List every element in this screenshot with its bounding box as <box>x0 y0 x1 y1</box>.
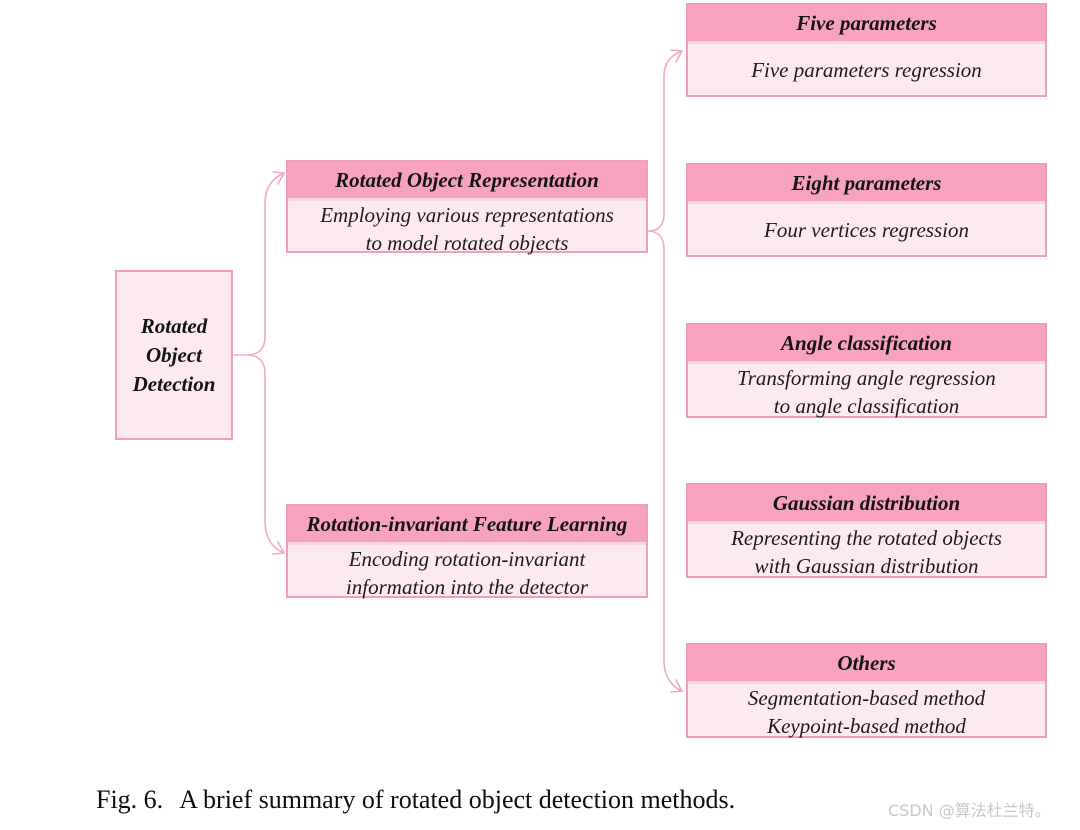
node-title: Rotation-invariant Feature Learning <box>288 506 646 545</box>
node-body: Transforming angle regression to angle c… <box>737 366 996 418</box>
csdn-watermark: CSDN @算法杜兰特。 <box>888 801 1051 820</box>
node-title: Angle classification <box>688 325 1045 364</box>
node-body: Five parameters regression <box>751 57 982 82</box>
root-title-line: Object <box>146 342 202 367</box>
caption-text: A brief summary of rotated object detect… <box>179 785 736 814</box>
node-body: Representing the rotated objects with Ga… <box>731 526 1002 578</box>
node-body: Segmentation-based method Keypoint-based… <box>747 686 986 738</box>
root-title-line: Detection <box>132 371 216 396</box>
node-rotation-invariant-feature-learning: Rotation-invariant Feature Learning Enco… <box>286 504 648 599</box>
node-title: Eight parameters <box>688 165 1045 204</box>
node-rotated-object-detection: Rotated Object Detection <box>115 270 233 440</box>
node-title: Gaussian distribution <box>688 485 1045 524</box>
figure-caption: Fig. 6. A brief summary of rotated object… <box>96 785 735 815</box>
node-eight-parameters: Eight parameters Four vertices regressio… <box>686 163 1047 257</box>
node-title: Rotated Object Representation <box>288 162 646 201</box>
node-title: Five parameters <box>688 5 1045 44</box>
node-body: Encoding rotation-invariant information … <box>345 547 589 599</box>
node-body: Employing various representations to mod… <box>320 203 614 255</box>
node-rotated-object-representation: Rotated Object Representation Employing … <box>286 160 648 255</box>
node-five-parameters: Five parameters Five parameters regressi… <box>686 3 1047 97</box>
node-gaussian-distribution: Gaussian distribution Representing the r… <box>686 483 1047 578</box>
node-angle-classification: Angle classification Transforming angle … <box>686 323 1047 418</box>
right-brace-connector <box>647 50 683 692</box>
caption-label: Fig. 6. <box>96 785 164 814</box>
root-title-line: Rotated <box>140 313 208 338</box>
node-body: Four vertices regression <box>764 217 969 242</box>
node-title: Others <box>688 645 1045 684</box>
node-others: Others Segmentation-based method Keypoin… <box>686 643 1047 738</box>
left-brace-connector <box>232 172 285 554</box>
